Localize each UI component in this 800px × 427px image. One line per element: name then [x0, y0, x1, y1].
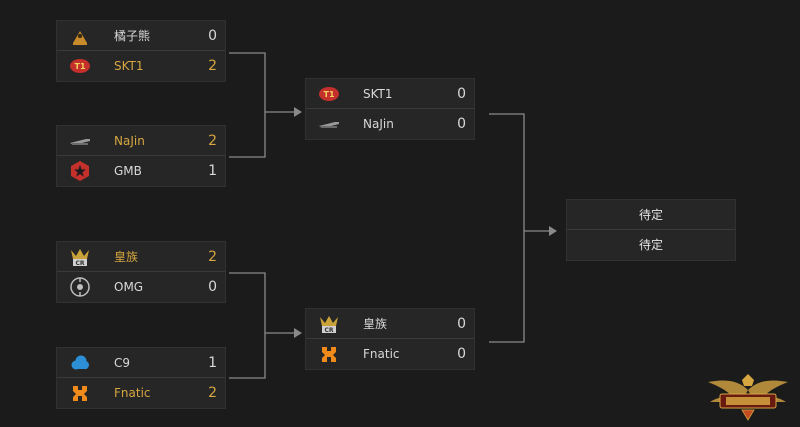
round2-match-1[interactable]: T1 SKT1 0 NaJin 0 — [305, 78, 475, 140]
royal-club-logo-icon: CR — [320, 316, 338, 334]
team-name: SKT1 — [363, 87, 393, 101]
fnatic-logo-icon — [73, 386, 87, 401]
team-row[interactable]: GMB 1 — [57, 156, 225, 186]
team-row[interactable]: C9 1 — [57, 348, 225, 378]
round1-match-2[interactable]: NaJin 2 GMB 1 — [56, 125, 226, 187]
gmb-logo-icon — [71, 161, 89, 181]
team-score: 0 — [208, 28, 217, 44]
skt1-logo-icon: T1 — [319, 87, 339, 101]
final-slot[interactable]: 待定 — [567, 200, 735, 230]
team-name: NaJin — [114, 134, 145, 148]
team-score: 0 — [457, 346, 466, 362]
royal-club-logo-icon: CR — [71, 249, 89, 267]
final-slot[interactable]: 待定 — [567, 230, 735, 260]
svg-text:T1: T1 — [323, 90, 334, 99]
team-score: 0 — [208, 279, 217, 295]
svg-text:CR: CR — [324, 327, 333, 334]
team-row[interactable]: 橘子熊 0 — [57, 21, 225, 51]
team-row[interactable]: NaJin 2 — [57, 126, 225, 156]
team-score: 0 — [457, 316, 466, 332]
team-name: 橘子熊 — [114, 29, 151, 43]
round1-match-3[interactable]: CR 皇族 2 OMG 0 — [56, 241, 226, 303]
najin-logo-icon — [70, 139, 90, 145]
team-name: NaJin — [363, 117, 394, 131]
team-score: 2 — [208, 385, 217, 401]
svg-text:CR: CR — [75, 260, 84, 267]
orange-bear-logo-icon — [73, 31, 87, 45]
team-name: SKT1 — [114, 59, 144, 73]
team-score: 2 — [208, 249, 217, 265]
final-match[interactable]: 待定 待定 — [566, 199, 736, 261]
final-slot-label: 待定 — [638, 238, 663, 252]
team-score: 0 — [457, 116, 466, 132]
final-slot-label: 待定 — [638, 208, 663, 222]
team-score: 1 — [208, 163, 217, 179]
round2-match-2[interactable]: CR 皇族 0 Fnatic 0 — [305, 308, 475, 370]
team-name: 皇族 — [114, 250, 139, 264]
team-row[interactable]: CR 皇族 0 — [306, 309, 474, 339]
team-name: C9 — [114, 356, 131, 370]
team-score: 2 — [208, 58, 217, 74]
najin-logo-icon — [319, 122, 339, 128]
team-name: Fnatic — [114, 386, 151, 400]
team-name: GMB — [114, 164, 142, 178]
team-row[interactable]: Fnatic 0 — [306, 339, 474, 369]
team-score: 2 — [208, 133, 217, 149]
omg-logo-icon — [70, 277, 90, 297]
team-row[interactable]: T1 SKT1 2 — [57, 51, 225, 81]
team-row[interactable]: CR 皇族 2 — [57, 242, 225, 272]
round1-match-4[interactable]: C9 1 Fnatic 2 — [56, 347, 226, 409]
team-score: 0 — [457, 86, 466, 102]
league-of-legends-emblem-icon — [708, 374, 788, 421]
team-row[interactable]: OMG 0 — [57, 272, 225, 302]
team-row[interactable]: Fnatic 2 — [57, 378, 225, 408]
skt1-logo-icon: T1 — [70, 59, 90, 73]
team-row[interactable]: NaJin 0 — [306, 109, 474, 139]
team-score: 1 — [208, 355, 217, 371]
svg-text:T1: T1 — [74, 62, 85, 71]
team-name: 皇族 — [363, 317, 388, 331]
team-name: OMG — [114, 280, 144, 294]
fnatic-logo-icon — [322, 347, 336, 362]
cloud9-logo-icon — [71, 355, 89, 370]
team-name: Fnatic — [363, 347, 400, 361]
team-row[interactable]: T1 SKT1 0 — [306, 79, 474, 109]
round1-match-1[interactable]: 橘子熊 0 T1 SKT1 2 — [56, 20, 226, 82]
